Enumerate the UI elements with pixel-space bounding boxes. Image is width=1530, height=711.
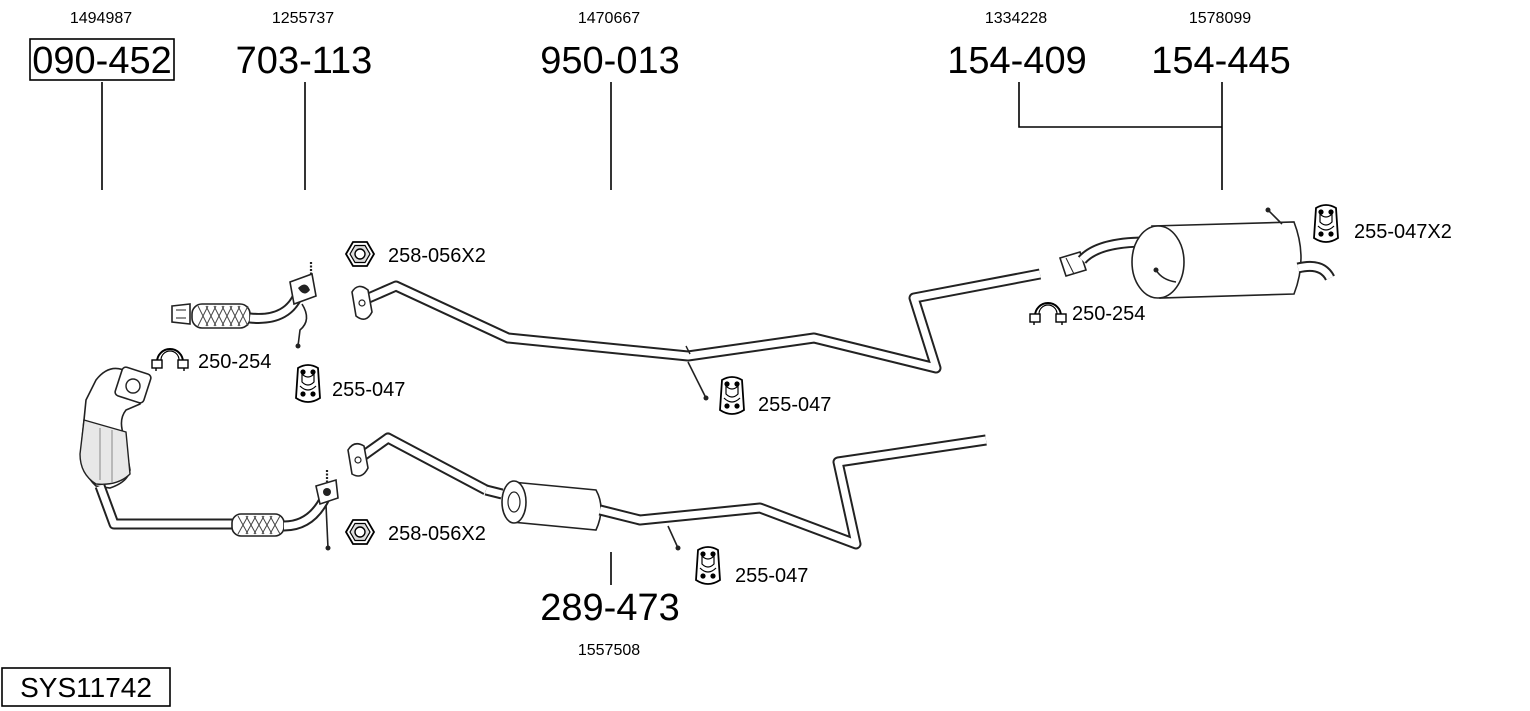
part-number: 090-452 [32, 40, 171, 82]
part-reference: 1578099 [1189, 10, 1251, 27]
accessory-hanger-rear[interactable]: 255-047X2 [1313, 204, 1452, 243]
part-reference: 1334228 [985, 10, 1047, 27]
centre-silencer-drawing[interactable] [347, 432, 987, 551]
accessory-nut-upper[interactable]: 258-056X2 [345, 241, 486, 267]
rear-silencer-drawing[interactable] [1058, 207, 1335, 299]
accessory-label: 258-056X2 [388, 245, 486, 267]
accessory-clamp-left[interactable]: 250-254 [151, 348, 271, 373]
intermediate-pipe-drawing[interactable] [351, 268, 1042, 401]
accessory-hanger-left[interactable]: 255-047 [295, 364, 405, 403]
part-reference: 1494987 [70, 10, 132, 27]
part-number: 950-013 [540, 40, 679, 82]
part-154-409-callout[interactable]: 1334228 154-409 [947, 10, 1222, 128]
hex-nut-icon [345, 519, 375, 545]
rubber-hanger-icon [695, 546, 721, 585]
accessory-clamp-right[interactable]: 250-254 [1029, 302, 1145, 326]
part-289-473-callout[interactable]: 289-473 1557508 [540, 552, 680, 659]
part-154-445-callout[interactable]: 1578099 154-445 [1151, 10, 1291, 190]
rubber-hanger-icon [1313, 204, 1339, 243]
catalytic-converter-drawing[interactable] [79, 366, 339, 551]
part-number: 289-473 [540, 587, 679, 629]
part-number: 154-409 [947, 40, 1086, 82]
rubber-hanger-icon [295, 364, 321, 403]
accessory-label: 255-047X2 [1354, 221, 1452, 243]
accessory-label: 250-254 [198, 351, 271, 373]
front-pipe-drawing[interactable] [171, 262, 317, 349]
part-reference: 1255737 [272, 10, 334, 27]
part-reference: 1557508 [578, 642, 640, 659]
accessory-label: 255-047 [758, 394, 831, 416]
part-703-113-callout[interactable]: 1255737 703-113 [236, 10, 373, 190]
part-number: 703-113 [236, 40, 373, 82]
system-id-box: SYS11742 [1, 667, 171, 707]
part-number: 154-445 [1151, 40, 1290, 82]
accessory-label: 258-056X2 [388, 523, 486, 545]
accessory-hanger-mid-lower[interactable]: 255-047 [695, 546, 808, 587]
rubber-hanger-icon [719, 376, 745, 415]
accessory-nut-lower[interactable]: 258-056X2 [345, 519, 486, 545]
system-id-frame [1, 667, 171, 707]
accessory-label: 250-254 [1072, 303, 1145, 325]
system-id: SYS11742 [20, 672, 152, 703]
accessory-label: 255-047 [332, 379, 405, 401]
part-090-452-callout[interactable]: 1494987 090-452 [29, 10, 175, 190]
hex-nut-icon [345, 241, 375, 267]
leader-line [1018, 82, 1222, 128]
part-number-box [29, 38, 175, 81]
pipe-clamp-icon [1029, 302, 1067, 326]
part-reference: 1470667 [578, 10, 640, 27]
accessory-label: 255-047 [735, 565, 808, 587]
accessory-hanger-mid-upper[interactable]: 255-047 [719, 376, 831, 416]
part-950-013-callout[interactable]: 1470667 950-013 [540, 10, 680, 190]
pipe-clamp-icon [151, 348, 189, 372]
